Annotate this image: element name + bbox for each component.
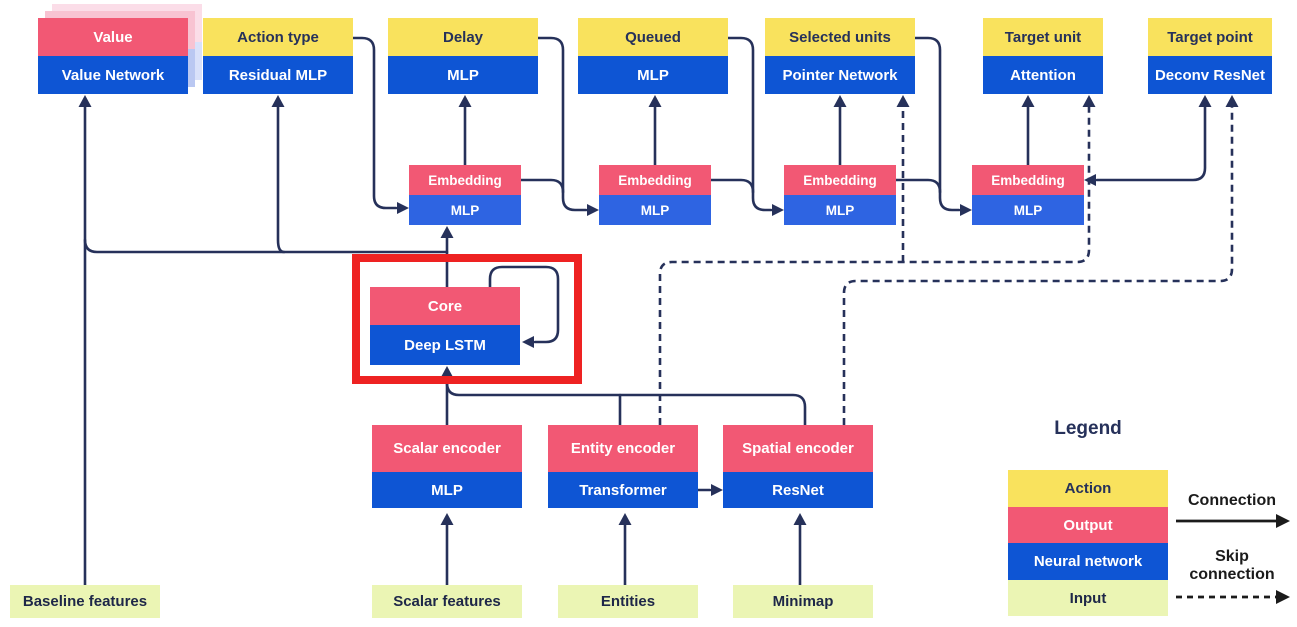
- node-target-unit: Target unit Attention: [983, 18, 1103, 94]
- node-embedding-2-network: MLP: [599, 195, 711, 225]
- node-target-unit-label: Target unit: [983, 18, 1103, 56]
- legend-item-input: Input: [1008, 580, 1168, 616]
- node-scalar-encoder-network: MLP: [372, 472, 522, 508]
- node-core-network: Deep LSTM: [370, 325, 520, 365]
- node-delay-network: MLP: [388, 56, 538, 94]
- node-queued-network: MLP: [578, 56, 728, 94]
- node-value-network: Value Network: [38, 56, 188, 94]
- legend-title: Legend: [1054, 418, 1122, 439]
- node-spatial-encoder-label: Spatial encoder: [723, 425, 873, 472]
- node-scalar-encoder: Scalar encoder MLP: [372, 425, 522, 508]
- legend-arrows: [1176, 519, 1277, 599]
- solid-connections: [83, 36, 1207, 587]
- node-action-type-label: Action type: [203, 18, 353, 56]
- legend-item-output: Output: [1008, 507, 1168, 543]
- node-entity-encoder-label: Entity encoder: [548, 425, 698, 472]
- node-selected-units: Selected units Pointer Network: [765, 18, 915, 94]
- node-target-point: Target point Deconv ResNet: [1148, 18, 1272, 94]
- node-scalar-encoder-label: Scalar encoder: [372, 425, 522, 472]
- node-embedding-4-network: MLP: [972, 195, 1084, 225]
- legend-item-neural-network: Neural network: [1008, 543, 1168, 580]
- input-minimap: Minimap: [733, 585, 873, 618]
- legend-skip-connection-label: Skip connection: [1189, 548, 1275, 584]
- node-embedding-2-label: Embedding: [599, 165, 711, 195]
- node-embedding-3-network: MLP: [784, 195, 896, 225]
- node-delay-label: Delay: [388, 18, 538, 56]
- node-embedding-3-label: Embedding: [784, 165, 896, 195]
- node-selected-units-network: Pointer Network: [765, 56, 915, 94]
- node-queued: Queued MLP: [578, 18, 728, 94]
- node-target-unit-network: Attention: [983, 56, 1103, 94]
- node-core-label: Core: [370, 287, 520, 325]
- node-action-type-network: Residual MLP: [203, 56, 353, 94]
- node-embedding-2: Embedding MLP: [599, 165, 711, 225]
- node-spatial-encoder-network: ResNet: [723, 472, 873, 508]
- node-embedding-4-label: Embedding: [972, 165, 1084, 195]
- input-scalar-features: Scalar features: [372, 585, 522, 618]
- node-value-label: Value: [38, 18, 188, 56]
- node-target-point-label: Target point: [1148, 18, 1272, 56]
- node-embedding-4: Embedding MLP: [972, 165, 1084, 225]
- node-spatial-encoder: Spatial encoder ResNet: [723, 425, 873, 508]
- node-target-point-network: Deconv ResNet: [1148, 56, 1272, 94]
- node-entity-encoder: Entity encoder Transformer: [548, 425, 698, 508]
- node-embedding-3: Embedding MLP: [784, 165, 896, 225]
- legend-connection-label: Connection: [1188, 492, 1276, 509]
- node-delay: Delay MLP: [388, 18, 538, 94]
- legend-item-action: Action: [1008, 470, 1168, 507]
- node-embedding-1: Embedding MLP: [409, 165, 521, 225]
- skip-connections: [658, 107, 1234, 425]
- node-selected-units-label: Selected units: [765, 18, 915, 56]
- node-embedding-1-network: MLP: [409, 195, 521, 225]
- node-embedding-1-label: Embedding: [409, 165, 521, 195]
- node-value: Value Value Network: [38, 18, 188, 94]
- node-entity-encoder-network: Transformer: [548, 472, 698, 508]
- node-action-type: Action type Residual MLP: [203, 18, 353, 94]
- legend-arrowheads: [1276, 514, 1290, 604]
- arrowheads: [78, 95, 1239, 525]
- input-baseline-features: Baseline features: [10, 585, 160, 618]
- node-queued-label: Queued: [578, 18, 728, 56]
- node-core: Core Deep LSTM: [370, 287, 520, 365]
- input-entities: Entities: [558, 585, 698, 618]
